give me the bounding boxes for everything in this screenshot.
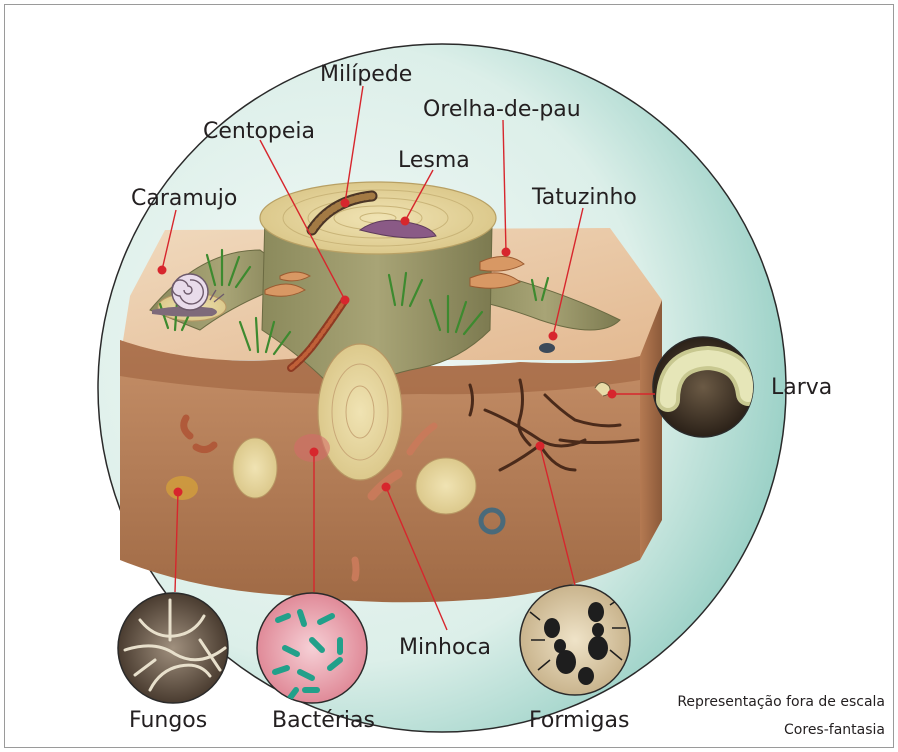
bacteria-callout (257, 593, 367, 703)
note-colors: Cores-fantasia (784, 722, 885, 738)
label-milipede: Milípede (320, 62, 412, 87)
stump-top (260, 182, 496, 254)
ants-callout (520, 585, 630, 695)
label-tatuzinho: Tatuzinho (531, 185, 637, 210)
label-minhoca: Minhoca (399, 635, 491, 660)
note-scale: Representação fora de escala (677, 694, 885, 710)
label-orelha-de-pau: Orelha-de-pau (423, 97, 581, 122)
label-lesma: Lesma (398, 148, 470, 173)
label-caramujo: Caramujo (131, 186, 237, 211)
label-centopeia: Centopeia (203, 119, 315, 144)
label-formigas: Formigas (529, 708, 629, 733)
fungus-patch (166, 476, 198, 500)
pill-bug (539, 343, 555, 353)
larva-callout (653, 337, 753, 437)
label-larva: Larva (771, 375, 832, 400)
label-fungos: Fungos (129, 708, 207, 733)
fungi-callout (118, 593, 228, 703)
label-bacterias: Bactérias (272, 708, 375, 733)
